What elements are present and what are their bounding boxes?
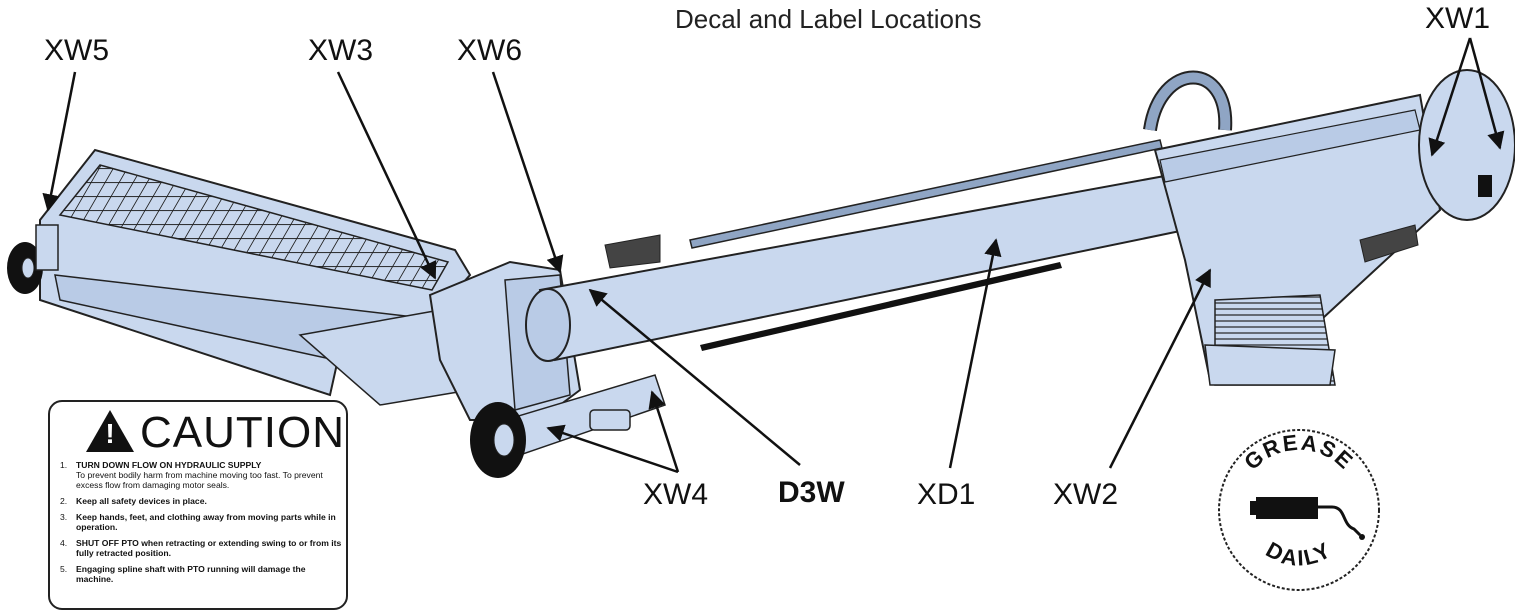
head-cover	[1418, 69, 1515, 221]
label-xw5: XW5	[44, 34, 110, 67]
hopper	[7, 148, 472, 406]
discharge-head	[1143, 69, 1515, 386]
arrow-xw6	[491, 71, 564, 274]
arrow-xd1	[948, 238, 1002, 469]
caution-decal: ! CAUTION 1.TURN DOWN FLOW ON HYDRAULIC …	[48, 400, 348, 610]
warning-triangle-icon	[86, 410, 134, 452]
caution-item: 2.Keep all safety devices in place.	[60, 496, 207, 506]
arrow-xw3	[336, 71, 437, 280]
label-xw6: XW6	[457, 34, 523, 67]
arrow-xw5	[42, 71, 77, 212]
caution-item: 5.Engaging spline shaft with PTO running…	[60, 564, 306, 584]
label-xw1: XW1	[1425, 2, 1491, 35]
exclamation-icon: !	[105, 418, 115, 449]
caution-heading: CAUTION	[140, 408, 345, 457]
caution-header: ! CAUTION	[60, 408, 344, 458]
arrow-xw4-a	[546, 424, 679, 474]
label-xw3: XW3	[308, 34, 374, 67]
arrow-xw1-a	[1428, 37, 1472, 157]
label-d3w: D3W	[778, 476, 845, 509]
hydraulic-valve	[604, 234, 661, 269]
caution-item: 3.Keep hands, feet, and clothing away fr…	[60, 512, 336, 532]
machine-diagram	[7, 37, 1515, 478]
arrow-d3w	[588, 288, 801, 466]
grease-gun-icon	[1250, 497, 1365, 540]
leader-arrows	[42, 37, 1505, 474]
label-xw2: XW2	[1053, 478, 1119, 511]
arrow-xw4-b	[648, 390, 680, 473]
caution-item: 4.SHUT OFF PTO when retracting or extend…	[60, 538, 342, 558]
boot-assembly	[428, 260, 666, 478]
arrow-xw2	[1108, 268, 1212, 469]
diagram-title: Decal and Label Locations	[675, 4, 982, 34]
grease-daily-decal: GREASE DAILY	[1218, 429, 1380, 591]
arrow-xw1-b	[1468, 37, 1505, 150]
label-xd1: XD1	[917, 478, 976, 511]
hopper-grate	[58, 164, 450, 291]
main-tube	[525, 139, 1187, 362]
label-xw4: XW4	[643, 478, 709, 511]
